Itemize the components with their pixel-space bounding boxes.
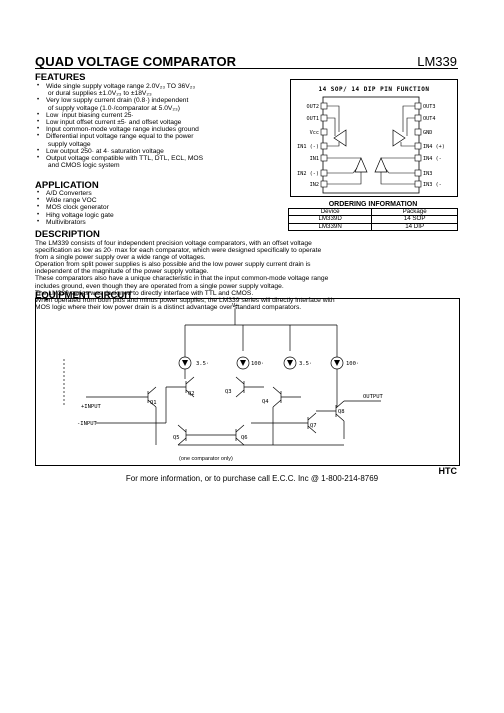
ordering-title: ORDERING INFORMATION (328, 201, 418, 208)
vplus-label: V+ (232, 303, 239, 309)
pin-box-right (414, 114, 422, 122)
pin-label-right: GND (423, 130, 432, 136)
list-item: Low output 250· at 4· saturation voltage (37, 148, 203, 155)
pin-label-left: IN1 (310, 156, 319, 162)
pin-box-left (320, 128, 328, 136)
q1-label: Q1 (150, 400, 157, 406)
pin-label-left: OUT1 (307, 116, 320, 122)
q3-label: Q3 (225, 389, 232, 395)
comparator-2-symbol (354, 157, 368, 173)
ordering-table: Device Package LM339D 14 SOP LM339N 14 D… (287, 207, 458, 231)
pin-label-right: IN3 (- (423, 182, 442, 188)
pin-label-left: Vcc (310, 130, 319, 136)
pin-label-left: IN2 (-) (297, 171, 319, 177)
pin-box-left (320, 114, 328, 122)
table-row: LM339N 14 DIP (287, 222, 458, 231)
description-line: The LM339 consists of four independent p… (35, 240, 312, 247)
output-label: OUTPUT (363, 394, 384, 400)
equipment-heading: EQUIPMENT CIRCUIT (35, 290, 133, 301)
current-label-1: 3.5· (196, 361, 209, 367)
q7-label: Q7 (310, 423, 317, 429)
description-heading: DESCRIPTION (35, 229, 100, 240)
list-item: MOS clock generator (37, 204, 114, 211)
list-item: Hihg voltage logic gate (37, 212, 114, 219)
equipment-schematic: V+ 3.5· 100· 3.5· 100· (63, 303, 384, 462)
q2-label: Q2 (188, 391, 195, 397)
circuit-caption: (one comparator only) (179, 456, 233, 462)
table-row: LM339D 14 SOP (287, 215, 458, 224)
list-item: Low input biasing current 25· (37, 112, 203, 119)
pin-box-right (414, 180, 422, 188)
pin-box-left (320, 154, 328, 162)
pin-label-right: OUT4 (423, 116, 436, 122)
pin-box-right (414, 154, 422, 162)
pin-label-right: OUT3 (423, 104, 436, 110)
minus-input-label: -INPUT (77, 421, 98, 427)
description-line: When operated from both plus and minus p… (35, 296, 335, 304)
ordering-device: LM339D (287, 215, 373, 224)
page-title: QUAD VOLTAGE COMPARATOR (35, 54, 237, 69)
pin-label-left: IN2 (310, 182, 319, 188)
description-line: Operation from split power supplies is a… (35, 261, 311, 269)
list-item: Wide range VOC (37, 197, 114, 204)
pin-label-right: IN4 (- (423, 156, 442, 162)
description-line: includes ground, even though they are op… (35, 282, 284, 290)
pin-box-left (320, 169, 328, 177)
description-line: from a single power supply over a wide r… (35, 254, 206, 262)
q4-label: Q4 (262, 399, 269, 405)
pin-label-left: IN1 (-) (297, 144, 319, 150)
pin-label-right: IN4 (+) (423, 144, 445, 150)
title-rule (35, 68, 458, 69)
features-heading: FEATURES (35, 72, 86, 83)
pin-box-right (414, 102, 422, 110)
ic-body (322, 96, 420, 194)
list-item: Low input offset current ±5· and offset … (37, 119, 203, 126)
list-item: Differential input voltage range equal t… (37, 133, 203, 147)
pin-box-right (414, 142, 422, 150)
pin-box-left (320, 102, 328, 110)
pin-function-title: 14 SOP/ 14 DIP PIN FUNCTION (318, 86, 430, 93)
current-label-2: 100· (251, 361, 264, 367)
current-label-3: 3.5· (299, 361, 312, 367)
list-item: Very low supply current drain (0.8·) ind… (37, 97, 203, 111)
list-item: Input common-mode voltage range includes… (37, 126, 203, 133)
plus-input-label: +INPUT (81, 404, 102, 410)
q6-label: Q6 (241, 435, 248, 441)
description-line: MOS logic where their low power drain is… (35, 303, 302, 311)
ordering-device: LM339N (287, 222, 373, 231)
ordering-package: 14 DIP (371, 222, 458, 231)
current-label-4: 100· (346, 361, 359, 367)
description-body: The LM339 consists of four independent p… (35, 240, 465, 311)
q5-label: Q5 (173, 435, 180, 441)
part-number: LM339 (417, 54, 457, 69)
description-line: specification as low as 20· max for each… (35, 247, 322, 255)
description-line: independent of the magnitude of the powe… (35, 268, 209, 276)
equipment-circuit-box: V+ 3.5· 100· 3.5· 100· (35, 298, 460, 466)
pin-box-right (414, 169, 422, 177)
pin-box-left (320, 180, 328, 188)
brand-mark: HTC (438, 466, 458, 476)
ordering-package: 14 SOP (371, 215, 458, 224)
comparator-3-symbol (374, 157, 388, 173)
application-heading: APPLICATION (35, 180, 99, 191)
list-item: A/D Converters (37, 190, 114, 197)
footer-contact: For more information, or to purchase cal… (125, 474, 379, 483)
pin-box-right (414, 128, 422, 136)
pin-box-left (320, 142, 328, 150)
description-line: The LM339 series was designed to directl… (35, 289, 254, 297)
comparator-4-symbol (392, 129, 406, 147)
list-item: Output voltage compatible with TTL, DTL,… (37, 155, 203, 169)
application-list: A/D ConvertersWide range VOCMOS clock ge… (37, 190, 114, 226)
description-line: These comparators also have a unique cha… (35, 275, 329, 283)
q8-label: Q8 (338, 409, 345, 415)
comparator-1-symbol (333, 129, 347, 147)
features-list: Wide single supply voltage range 2.0V₂₃ … (37, 83, 203, 169)
pin-label-right: IN3 (423, 171, 432, 177)
list-item: Wide single supply voltage range 2.0V₂₃ … (37, 83, 203, 97)
pin-label-left: OUT2 (307, 104, 320, 110)
list-item: Multivibrators (37, 219, 114, 226)
